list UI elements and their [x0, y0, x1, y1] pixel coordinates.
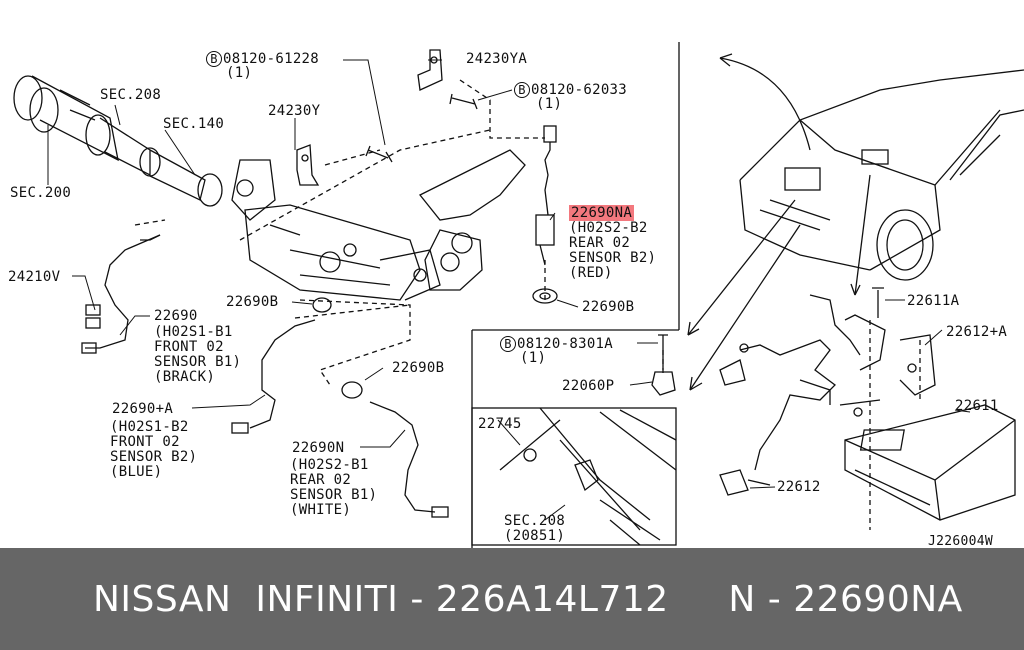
knock-sensor-22060p — [651, 334, 676, 396]
label-22690na: 22690NA — [569, 205, 635, 221]
bolt-62033 — [449, 93, 478, 110]
bolt-symbol-icon: B — [500, 336, 516, 352]
label-22690a: 22690+A — [112, 401, 174, 417]
label-bolt-62033-qty: (1) — [536, 96, 563, 112]
sensor-22690a — [231, 297, 332, 434]
rear-manifold — [418, 149, 526, 291]
footer-banner: NISSAN INFINITI - 226A14L712 N - 22690NA — [0, 548, 1024, 650]
bracket-24230ya — [417, 49, 443, 91]
label-24210v: 24210V — [8, 269, 61, 285]
label-bolt-8301a-qty: (1) — [520, 350, 547, 366]
bolt-symbol-icon: B — [514, 82, 530, 98]
bolt-8301a-code: 08120-8301A — [517, 336, 614, 352]
label-22611a: 22611A — [907, 293, 960, 309]
bolt-61228-code: 08120-61228 — [223, 51, 320, 67]
label-22690a-desc: (H02S1-B2 FRONT 02 SENSOR B2) (BLUE) — [110, 419, 198, 480]
arrows — [687, 53, 871, 391]
label-22612a: 22612+A — [946, 324, 1008, 340]
label-22690b-left: 22690B — [226, 294, 279, 310]
sensor-22690na — [532, 125, 558, 304]
bolt-61228 — [365, 145, 393, 163]
sensor-22690 — [81, 234, 161, 354]
label-sec-140: SEC.140 — [163, 116, 225, 132]
label-diagram-code: J226004W — [928, 534, 994, 549]
dashed-connectors — [134, 79, 921, 530]
sensor-22690n — [341, 381, 449, 518]
label-22690n: 22690N — [292, 440, 345, 456]
bolt-symbol-icon: B — [206, 51, 222, 67]
label-22690: 22690 — [154, 308, 198, 324]
label-sec-208-top: SEC.208 — [100, 87, 162, 103]
label-22745: 22745 — [478, 416, 522, 432]
ecm-box — [844, 404, 1016, 521]
parts-diagram — [13, 42, 1024, 548]
leader-lines — [47, 59, 971, 521]
exhaust-front-pipe — [13, 75, 223, 207]
label-sec-208-bottom: SEC.208 — [504, 513, 566, 529]
label-24230ya: 24230YA — [466, 51, 528, 67]
bracket-24230y — [296, 144, 320, 186]
bolt-22611a — [872, 287, 884, 318]
inset-engine-detail — [499, 407, 677, 546]
footer-part-text: NISSAN INFINITI - 226A14L712 N - 22690NA — [93, 578, 963, 620]
label-22690b-right: 22690B — [582, 299, 635, 315]
bolt-62033-code: 08120-62033 — [531, 82, 628, 98]
highlighted-part-number: 22690NA — [569, 205, 635, 221]
label-22690-desc: (H02S1-B1 FRONT 02 SENSOR B1) (BRACK) — [154, 324, 242, 385]
exhaust-manifold — [231, 159, 441, 301]
label-sec-208-bottom-ref: (20851) — [504, 528, 566, 544]
label-bolt-61228-qty: (1) — [226, 65, 253, 81]
label-22060p: 22060P — [562, 378, 615, 394]
label-22690b-mid: 22690B — [392, 360, 445, 376]
label-22612: 22612 — [777, 479, 821, 495]
label-sec-200: SEC.200 — [10, 185, 72, 201]
label-22611: 22611 — [955, 398, 999, 414]
inset-frame — [471, 407, 677, 546]
car-silhouette — [739, 69, 1024, 281]
ecm-bracket — [719, 294, 936, 471]
label-24230y: 24230Y — [268, 103, 321, 119]
harness-22612 — [719, 469, 771, 496]
label-22690n-desc: (H02S2-B1 REAR 02 SENSOR B1) (WHITE) — [290, 457, 378, 518]
label-22690na-desc: (H02S2-B2 REAR 02 SENSOR B2) (RED) — [569, 220, 657, 281]
